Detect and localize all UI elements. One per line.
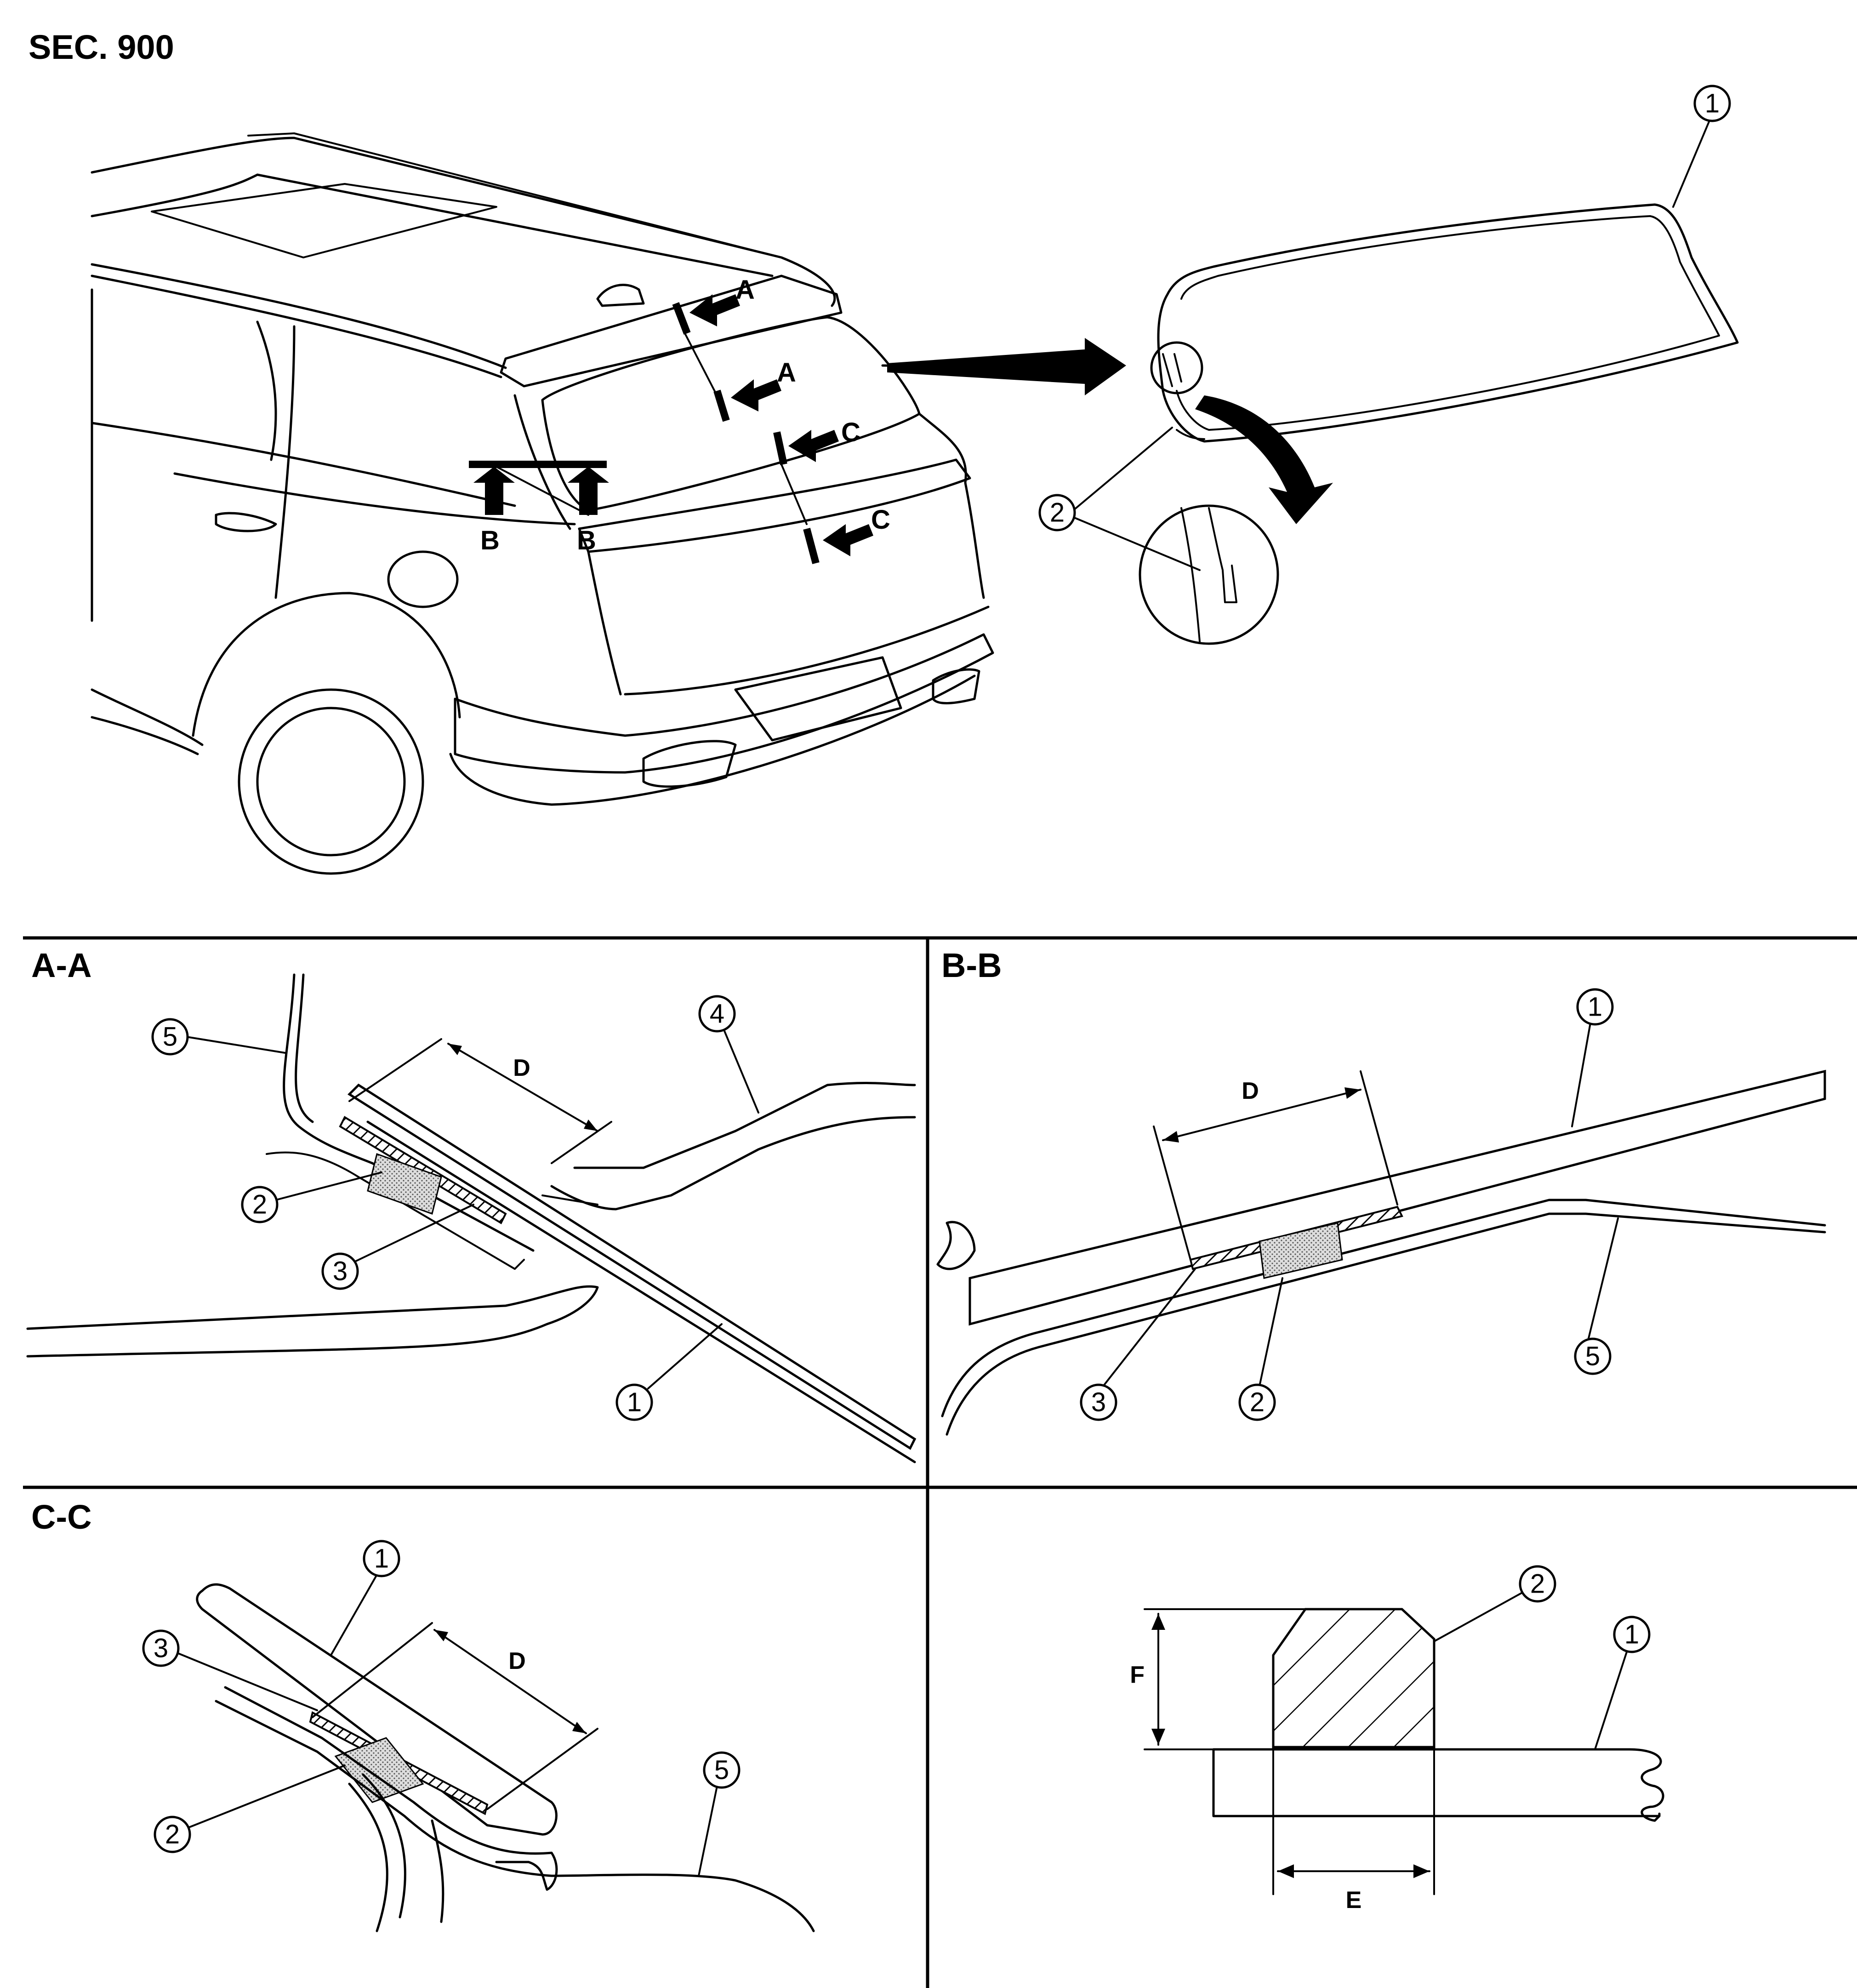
glass-corner-magnified-view — [1139, 395, 1333, 645]
svg-text:5: 5 — [714, 1755, 729, 1785]
section-number: SEC. 900 — [28, 28, 174, 66]
svg-text:2: 2 — [1530, 1569, 1545, 1599]
svg-text:2: 2 — [252, 1190, 267, 1220]
svg-text:1: 1 — [627, 1388, 642, 1417]
aa-callout-5: 5 — [151, 1018, 286, 1056]
section-marker-b: B B — [469, 461, 609, 555]
glass-corner-detail-circle — [1150, 341, 1203, 394]
section-view-c-c: C-C D — [31, 1498, 815, 1932]
svg-text:E: E — [1346, 1887, 1362, 1914]
section-view-b-b: B-B D — [936, 946, 1826, 1436]
cc-callout-3: 3 — [142, 1629, 318, 1711]
bb-callout-5: 5 — [1574, 1217, 1619, 1375]
svg-text:D: D — [1242, 1078, 1259, 1104]
svg-text:D: D — [508, 1648, 526, 1674]
svg-text:2: 2 — [1050, 498, 1065, 528]
section-marker-c-lower: C — [780, 463, 890, 565]
svg-text:3: 3 — [1091, 1388, 1106, 1417]
svg-text:3: 3 — [333, 1257, 347, 1286]
section-marker-c-upper: C — [773, 417, 860, 465]
cc-callout-5: 5 — [698, 1751, 741, 1877]
svg-text:B: B — [577, 526, 596, 555]
svg-text:A: A — [777, 358, 796, 388]
aa-callout-1: 1 — [615, 1323, 723, 1421]
svg-text:3: 3 — [154, 1634, 168, 1663]
dam-rubber-dimension-view: E F — [1130, 1608, 1664, 1914]
callout-2-molding: 2 — [1038, 427, 1201, 571]
svg-text:A: A — [735, 275, 755, 305]
view-title-b-b: B-B — [941, 946, 1002, 984]
aa-callout-4: 4 — [698, 995, 759, 1114]
bb-callout-1: 1 — [1571, 988, 1614, 1127]
svg-text:1: 1 — [1588, 992, 1602, 1022]
svg-text:2: 2 — [165, 1820, 180, 1850]
svg-text:C: C — [841, 417, 860, 447]
svg-text:1: 1 — [1624, 1620, 1639, 1650]
cc-callout-1: 1 — [330, 1540, 400, 1656]
detail-callout-1: 1 — [1594, 1616, 1651, 1750]
svg-text:1: 1 — [374, 1544, 389, 1574]
callout-1-glass: 1 — [1672, 85, 1731, 208]
svg-text:B: B — [480, 526, 500, 555]
aa-callout-3: 3 — [321, 1204, 474, 1290]
svg-text:C: C — [871, 505, 890, 535]
svg-text:5: 5 — [1585, 1342, 1600, 1371]
view-title-a-a: A-A — [31, 946, 92, 984]
detail-callout-2: 2 — [1433, 1565, 1556, 1642]
section-marker-a-lower: A — [684, 332, 796, 422]
svg-text:2: 2 — [1250, 1388, 1265, 1417]
svg-text:D: D — [513, 1055, 530, 1081]
bb-callout-3: 3 — [1080, 1268, 1196, 1421]
detail-pointer-arrow — [881, 338, 1126, 395]
section-marker-a-upper: A — [672, 275, 755, 335]
svg-text:5: 5 — [163, 1022, 177, 1052]
cc-callout-2: 2 — [154, 1765, 346, 1853]
svg-text:1: 1 — [1705, 89, 1720, 119]
aa-callout-2: 2 — [241, 1171, 382, 1223]
vehicle-rear-view — [91, 132, 994, 875]
bb-callout-2: 2 — [1238, 1277, 1283, 1421]
svg-text:4: 4 — [710, 999, 724, 1029]
view-title-c-c: C-C — [31, 1498, 92, 1536]
svg-text:F: F — [1130, 1662, 1145, 1688]
back-door-glass-outline — [1157, 203, 1739, 443]
section-view-a-a: A-A D — [26, 946, 917, 1463]
